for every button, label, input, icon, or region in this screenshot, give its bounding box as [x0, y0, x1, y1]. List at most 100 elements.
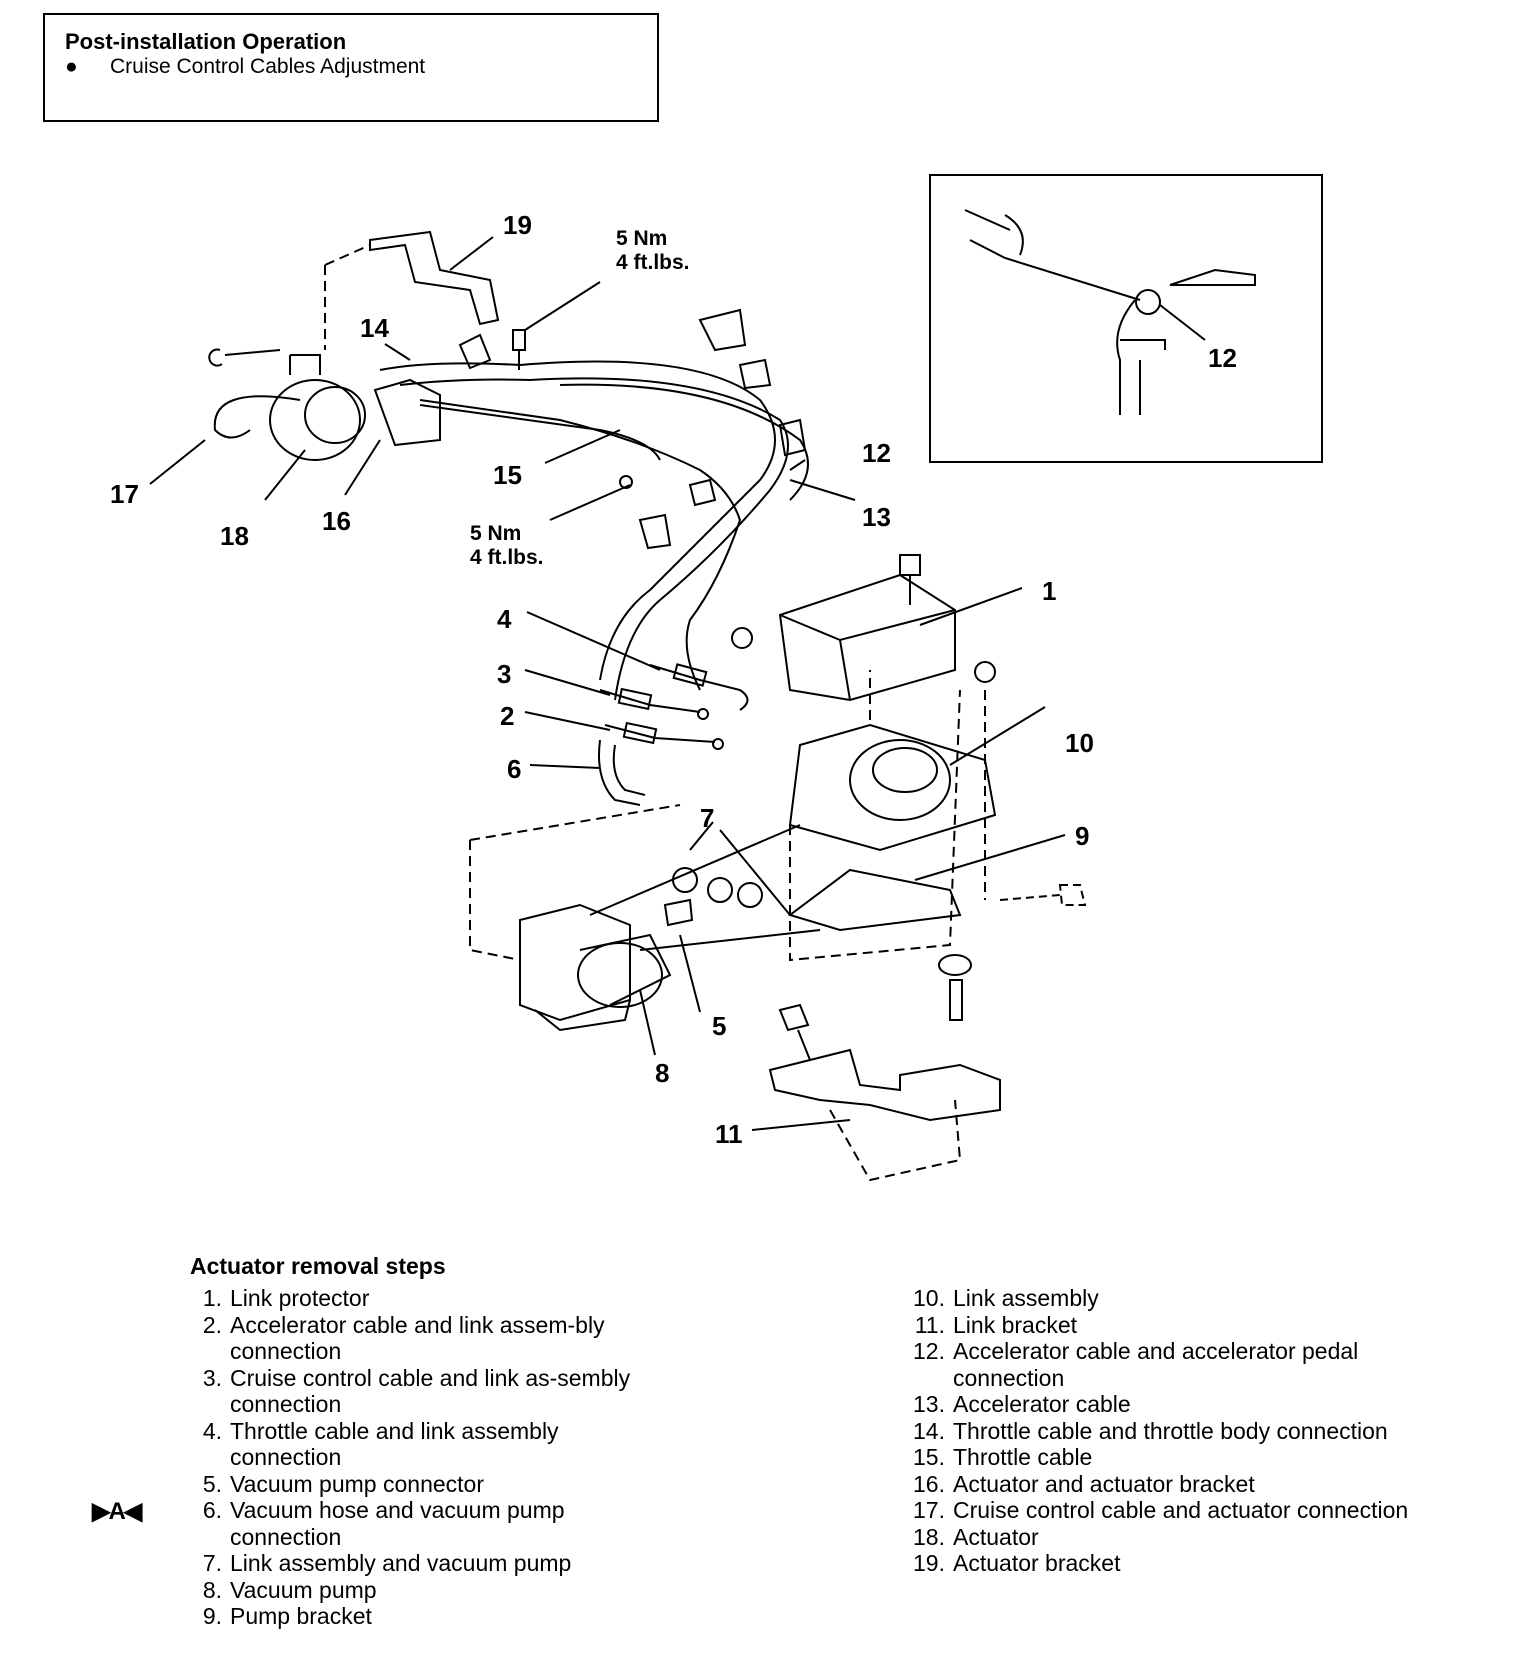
- callout-5: 5: [712, 1011, 726, 1041]
- torque-mid-nm: 5 Nm: [470, 522, 521, 545]
- callout-16: 16: [322, 506, 351, 536]
- list-item: 3.Cruise control cable and link as-sembl…: [202, 1364, 631, 1418]
- list-item: 17.Cruise control cable and actuator con…: [913, 1497, 1409, 1523]
- exploded-diagram: 1 2 3 4 5 6 7 8 9 10 11 12 13 14 15 16 1…: [110, 174, 1323, 1182]
- actuator-bracket-16: [373, 378, 441, 447]
- list-item: 1.Link protector: [202, 1285, 370, 1311]
- marker-a-icon: ▶A◀: [92, 1498, 142, 1525]
- nut-icon: [731, 627, 753, 649]
- link-bracket-dash: [829, 1099, 962, 1182]
- list-item: 10.Link assembly: [913, 1285, 1099, 1311]
- bolt-icon: [208, 348, 281, 367]
- actuator-mount: [289, 354, 321, 375]
- bracket-dashline: [324, 244, 371, 350]
- actuator-bracket: [369, 230, 500, 326]
- callout-15: 15: [493, 460, 522, 490]
- inset-cable: [964, 209, 1141, 301]
- link-drum: [849, 739, 951, 821]
- callout-11: 11: [715, 1119, 743, 1149]
- clip-icon-2: [738, 358, 807, 457]
- link-drum-inner: [872, 747, 938, 793]
- pump-bracket: [787, 868, 962, 932]
- post-installation-item-text: Cruise Control Cables Adjustment: [110, 55, 426, 78]
- connector-icon: [663, 898, 694, 927]
- list-item: 13.Accelerator cable: [913, 1391, 1131, 1417]
- bullet-icon: ●: [65, 55, 78, 78]
- cable-bundle-3: [419, 399, 742, 691]
- link-protector-bolt: [899, 554, 921, 605]
- steps-title: Actuator removal steps: [190, 1253, 446, 1279]
- callout-18: 18: [220, 521, 249, 551]
- list-item: 12.Accelerator cable and accelerator ped…: [913, 1338, 1359, 1391]
- grommet-icon-3: [737, 882, 763, 908]
- assembly-dashlines: [469, 670, 986, 962]
- callout-8: 8: [655, 1058, 669, 1088]
- link-bracket-bolt: [778, 1003, 811, 1061]
- steps-list-left: 1.Link protector 2.Accelerator cable and…: [190, 1285, 660, 1630]
- cable-bundle-4: [559, 383, 809, 501]
- list-item: 8.Vacuum pump: [202, 1576, 377, 1603]
- bolt-top-icon: [512, 329, 526, 370]
- rubber-grommet: [938, 954, 972, 976]
- link-assembly-plate: [788, 723, 997, 852]
- callout-2: 2: [500, 701, 514, 731]
- cable-end-ball-2: [712, 738, 724, 750]
- cable-fitting-4: [672, 663, 708, 687]
- callout-9: 9: [1075, 821, 1089, 851]
- inset-ball-end: [1135, 289, 1161, 315]
- cable-end-4: [649, 664, 749, 711]
- list-item: 4.Throttle cable and link assembly conne…: [202, 1417, 559, 1471]
- bolt-mid-icon: [619, 475, 634, 489]
- callout-3: 3: [497, 659, 511, 689]
- link-bracket: [768, 1048, 1001, 1122]
- torque-top-ftlbs: 4 ft.lbs.: [616, 251, 690, 274]
- link-rod: [589, 824, 821, 951]
- actuator-body: [269, 379, 361, 461]
- callout-10: 10: [1065, 728, 1094, 758]
- inset-clip-icon: [1169, 268, 1256, 286]
- torque-top-nm: 5 Nm: [616, 227, 667, 250]
- list-item: 11.Link bracket: [914, 1311, 1078, 1338]
- list-item: 18.Actuator: [913, 1523, 1039, 1550]
- inset-leader: [1159, 304, 1206, 341]
- callout-17: 17: [110, 479, 139, 509]
- cable-end-ball-3: [697, 708, 709, 720]
- pump-bracket-bolt: [999, 884, 1087, 906]
- cable-bundle-1: [379, 360, 776, 681]
- post-installation-item: ● Cruise Control Cables Adjustment: [65, 55, 637, 79]
- list-item: 14.Throttle cable and throttle body conn…: [913, 1417, 1388, 1444]
- vacuum-pump-motor-body: [579, 933, 672, 1006]
- steps-list-right: 10.Link assembly 11.Link bracket 12.Acce…: [897, 1285, 1457, 1577]
- post-installation-box: Post-installation Operation ● Cruise Cont…: [43, 13, 659, 122]
- inset-pedal-arm: [1116, 299, 1166, 415]
- nut-icon-2: [974, 661, 996, 683]
- cable-end-2: [604, 724, 716, 743]
- list-item: 2.Accelerator cable and link assem-bly c…: [202, 1311, 605, 1365]
- list-item: 6.Vacuum hose and vacuum pump connection: [202, 1497, 565, 1550]
- list-item: 16.Actuator and actuator bracket: [913, 1470, 1255, 1497]
- vacuum-pump-motor: [577, 942, 663, 1008]
- cable-fitting-3: [617, 687, 653, 711]
- list-item: 9.Pump bracket: [202, 1603, 372, 1629]
- throttle-cable: [419, 404, 661, 461]
- vacuum-hose: [598, 739, 646, 806]
- list-item: 5.Vacuum pump connector: [202, 1470, 484, 1497]
- clip-icon: [458, 308, 747, 550]
- list-item: 15.Throttle cable: [913, 1444, 1093, 1470]
- grommet-icon: [672, 867, 698, 893]
- callout-7: 7: [700, 803, 714, 833]
- callout-19: 19: [503, 210, 532, 240]
- torque-mid-ftlbs: 4 ft.lbs.: [470, 546, 544, 569]
- inset-frame: [929, 174, 1323, 463]
- actuator-cable: [213, 395, 301, 439]
- list-item: 7.Link assembly and vacuum pump: [202, 1550, 572, 1576]
- post-installation-heading: Post-installation Operation: [65, 29, 347, 54]
- callout-6: 6: [507, 754, 521, 784]
- leader-lines: [149, 236, 1066, 1131]
- link-protector: [778, 573, 956, 702]
- callout-13: 13: [862, 502, 891, 532]
- pump-base: [534, 999, 631, 1032]
- list-item: 19.Actuator bracket: [913, 1550, 1121, 1576]
- callout-12: 12: [862, 438, 891, 468]
- cable-fitting-2: [622, 721, 658, 745]
